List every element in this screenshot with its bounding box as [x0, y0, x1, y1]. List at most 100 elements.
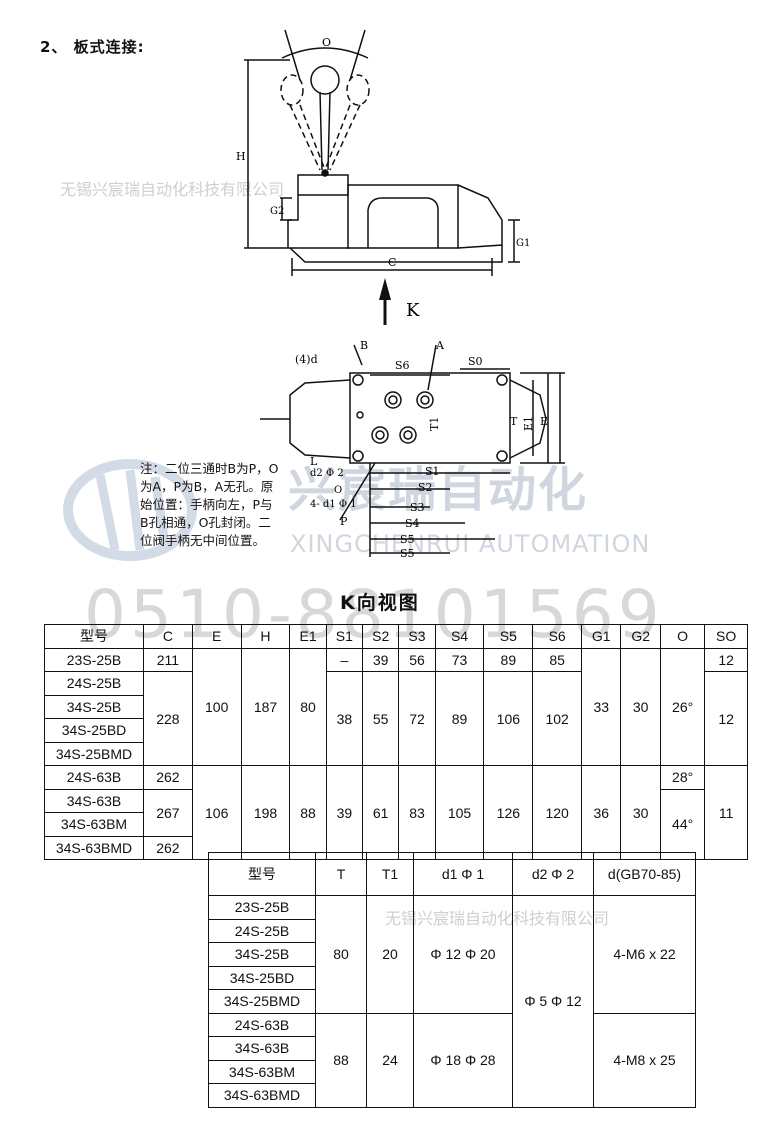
s5-cell: 89: [483, 647, 534, 672]
e-label: E: [540, 415, 548, 428]
model-cell: 34S-25BMD: [44, 741, 144, 766]
c-cell: 262: [143, 835, 193, 860]
side-view-drawing: O H G2 G1 C K: [236, 29, 530, 325]
model-cell: 34S-63BMD: [44, 835, 144, 860]
c-cell: 262: [143, 765, 193, 790]
table-row: 34S-25BD: [44, 718, 748, 743]
table-row: 34S-63BM: [208, 1059, 696, 1084]
c-cell: 211: [143, 647, 193, 672]
header-cell: S1: [325, 624, 364, 649]
model-cell: 34S-25BMD: [208, 989, 316, 1014]
h-cell: 198: [240, 765, 291, 860]
header-cell: E1: [289, 624, 327, 649]
watermark-brand-cn: 兴宸瑞自动化: [288, 462, 589, 518]
model-cell: 34S-25BD: [208, 965, 316, 990]
s3-cell: 56: [398, 647, 436, 672]
bolt-cell: 4-M8 x 25: [593, 1012, 696, 1108]
table-header-row: 型号 T T1 d1 Φ 1 d2 Φ 2 d(GB70-85): [208, 852, 696, 896]
s5-label: S5: [400, 533, 415, 546]
s4-cell: 89: [434, 671, 485, 766]
header-cell: 型号: [44, 624, 144, 649]
s3-cell: 83: [398, 765, 436, 860]
s1-cell: 38: [325, 671, 364, 766]
t-cell: 88: [315, 1012, 367, 1108]
t1-label: T1: [428, 417, 441, 431]
header-cell: H: [240, 624, 291, 649]
dimension-table: 型号 C E H E1 S1 S2 S3 S4 S5 S6 G1 G2 O SO…: [44, 624, 748, 860]
e-cell: 100: [191, 647, 242, 766]
s5-cell: 106: [483, 671, 534, 766]
s6-cell: 102: [532, 671, 583, 766]
model-cell: 34S-63BMD: [208, 1083, 316, 1108]
o-cell: 26°: [659, 647, 706, 766]
watermark-company-top: 无锡兴宸瑞自动化科技有限公司: [60, 180, 285, 199]
so-cell: 12: [704, 647, 748, 672]
port-b-label: B: [360, 339, 368, 352]
s1-cell: –: [325, 647, 364, 672]
k-view-drawing: (4)d B A S6 S0 T E1 E T1 L d2 Φ 2 O 4- d…: [260, 339, 565, 560]
table-row: 24S-63B 262 106 198 88 39 61 83 105 126 …: [44, 765, 748, 860]
model-cell: 34S-25B: [44, 694, 144, 719]
header-cell: d2 Φ 2: [512, 852, 594, 896]
o-cell: 44°: [659, 788, 706, 860]
g1-cell: 36: [581, 765, 622, 860]
model-cell: 34S-25BD: [44, 718, 144, 743]
table-header-row: 型号 C E H E1 S1 S2 S3 S4 S5 S6 G1 G2 O SO: [44, 624, 748, 649]
model-cell: 23S-25B: [208, 895, 316, 920]
watermark-brand-en: XINGCHENRUI AUTOMATION: [290, 530, 651, 558]
s5-cell: 126: [483, 765, 534, 860]
so-cell: 11: [704, 765, 748, 860]
e1-label: E1: [522, 416, 535, 431]
g1-cell: 33: [581, 647, 622, 766]
s2-cell: 39: [362, 647, 400, 672]
model-cell: 24S-63B: [208, 1012, 316, 1037]
header-cell: T: [315, 852, 367, 896]
o-label: O: [334, 485, 342, 496]
header-cell: S5: [483, 624, 534, 649]
model-cell: 34S-63B: [44, 788, 144, 813]
s4-cell: 73: [434, 647, 485, 672]
e1-cell: 80: [289, 647, 327, 766]
c-cell: 228: [143, 671, 193, 766]
model-cell: 34S-63BM: [44, 812, 144, 837]
s1-label: S1: [425, 465, 440, 478]
l-label: L: [310, 455, 318, 468]
s2-label: S2: [418, 481, 433, 494]
mounting-table: 型号 T T1 d1 Φ 1 d2 Φ 2 d(GB70-85) 23S-25B…: [208, 852, 696, 1108]
model-cell: 23S-25B: [44, 647, 144, 672]
d1-label: 4- d1 Φ 1: [310, 499, 357, 510]
holes-label: (4)d: [295, 353, 318, 366]
table-row: 34S-63BMD 262: [44, 835, 748, 860]
t1-cell: 24: [366, 1012, 414, 1108]
model-cell: 24S-25B: [208, 918, 316, 943]
t-label: T: [510, 415, 518, 428]
s6-cell: 120: [532, 765, 583, 860]
table-row: 34S-63B: [208, 1036, 696, 1061]
header-cell: d1 Φ 1: [413, 852, 513, 896]
table-row: 23S-25B 80 20 Φ 12 Φ 20 Φ 5 Φ 12 4-M6 x …: [208, 895, 696, 1108]
table-row: 34S-25BMD: [208, 989, 696, 1014]
header-cell: S4: [434, 624, 485, 649]
p-label: P: [340, 515, 348, 528]
table-row: 34S-63B 267 44°: [44, 788, 748, 860]
header-cell: G1: [581, 624, 622, 649]
e-cell: 106: [191, 765, 242, 860]
g2-cell: 30: [620, 647, 661, 766]
d2-cell: Φ 5 Φ 12: [512, 895, 594, 1108]
header-cell: S3: [398, 624, 436, 649]
watermark-logo: [63, 459, 197, 561]
s2-cell: 61: [362, 765, 400, 860]
table-row: 24S-63B 88 24 Φ 18 Φ 28 4-M8 x 25: [208, 1012, 696, 1108]
note-text: 注：二位三通时B为P，O为A，P为B，A无孔。原始位置：手柄向左，P与B孔相通，…: [140, 461, 279, 548]
c-cell: 267: [143, 788, 193, 837]
header-cell: C: [143, 624, 193, 649]
k-view-title: K向视图: [340, 592, 420, 614]
t-cell: 80: [315, 895, 367, 1014]
g2-label: G2: [270, 206, 284, 217]
s6-cell: 85: [532, 647, 583, 672]
bolt-cell: 4-M6 x 22: [593, 895, 696, 1014]
h-cell: 187: [240, 647, 291, 766]
d1-cell: Φ 12 Φ 20: [413, 895, 513, 1014]
g1-label: G1: [516, 238, 530, 249]
header-cell: SO: [704, 624, 748, 649]
